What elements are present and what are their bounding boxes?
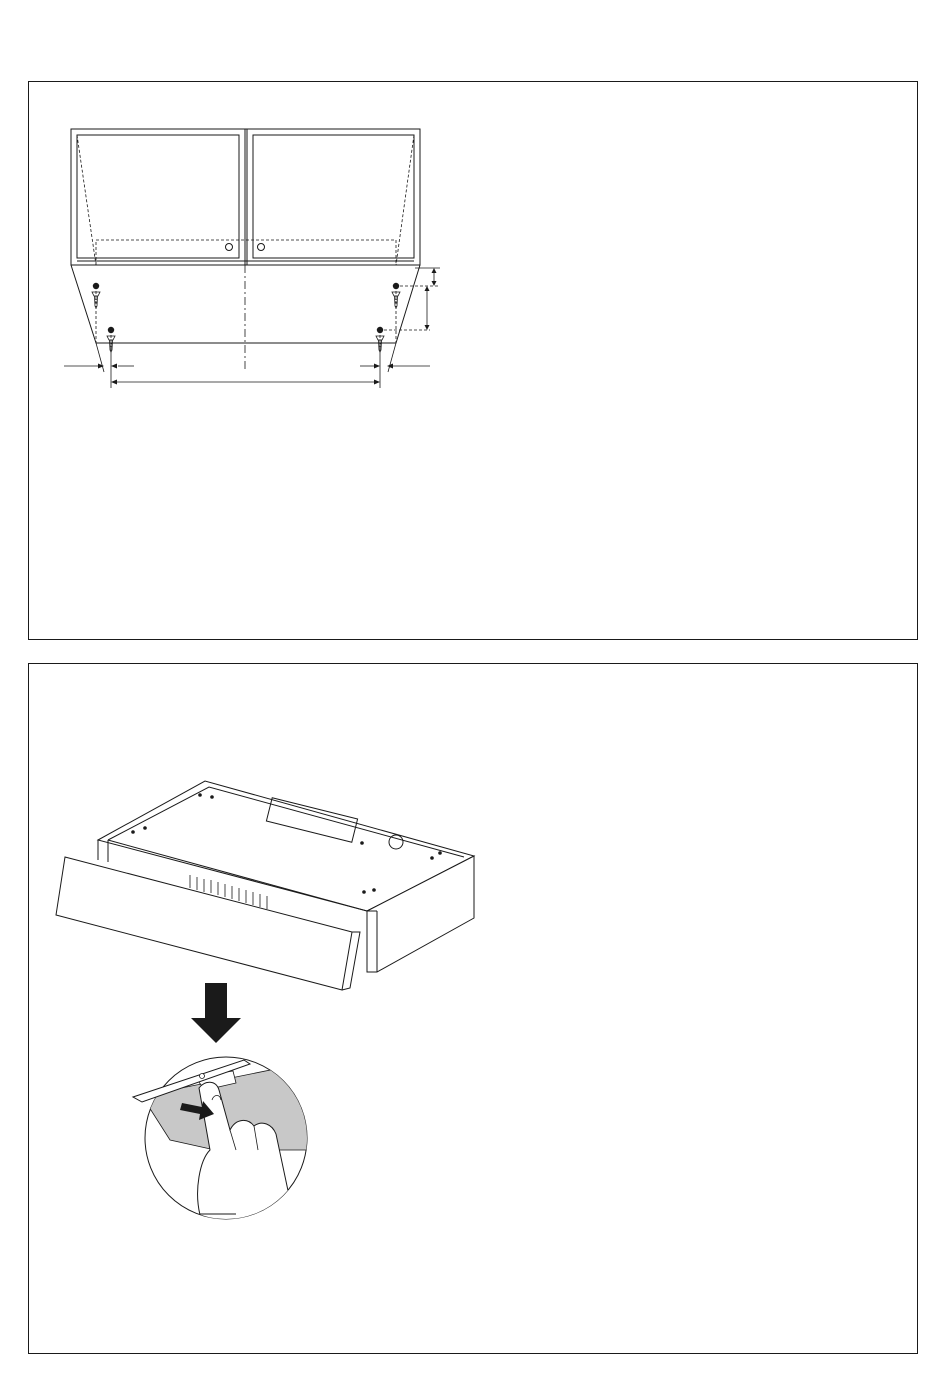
mount-hole [360, 841, 364, 845]
down-arrow-icon [191, 983, 241, 1043]
mount-hole [430, 856, 434, 860]
mount-hole [131, 830, 135, 834]
mount-hole [210, 795, 214, 799]
mount-hole [438, 851, 442, 855]
mount-hole [143, 826, 147, 830]
mount-hole [198, 793, 202, 797]
mount-hole [362, 890, 366, 894]
mount-hole [372, 888, 376, 892]
